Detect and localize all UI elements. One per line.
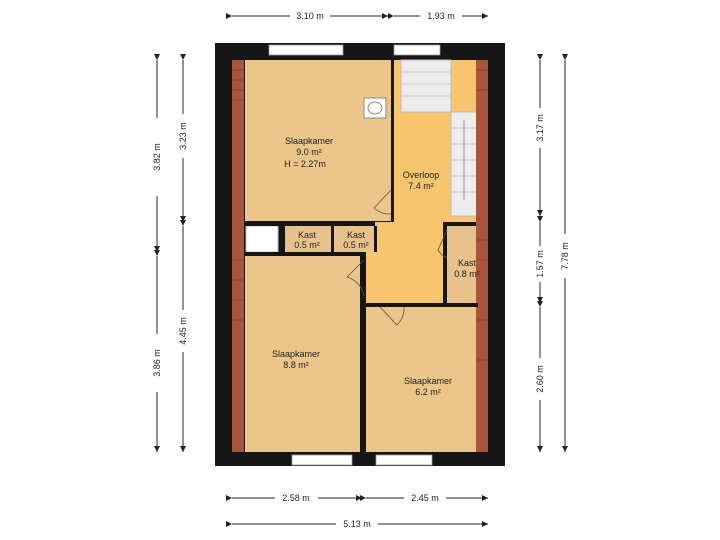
landing-floor-lower	[366, 222, 443, 303]
bedroom3-floor	[366, 307, 478, 452]
dim-top-right: 1.93 m	[427, 11, 455, 21]
sink-icon	[363, 97, 387, 119]
dim-bottom-total: 5.13 m	[343, 519, 371, 529]
bedroom1-area: 9.0 m²	[296, 147, 322, 157]
dim-left-inner: 3.23 m 4.45 m	[178, 54, 188, 452]
dim-left-outer: 3.82 m 3.86 m	[152, 54, 162, 452]
brick-pattern	[232, 69, 488, 361]
dim-right-inner-top: 3.17 m	[535, 114, 545, 142]
door-swings	[346, 189, 448, 326]
dim-left-outer-top: 3.82 m	[152, 143, 162, 171]
dim-right-total: 7.78 m	[560, 54, 570, 452]
closet2-area: 0.5 m²	[343, 240, 369, 250]
bedroom3-area: 6.2 m²	[415, 387, 441, 397]
dim-bottom: 2.58 m 2.45 m 5.13 m	[226, 493, 488, 529]
dim-top-left: 3.10 m	[296, 11, 324, 21]
dim-right-inner: 3.17 m 1.57 m 2.60 m	[535, 54, 545, 452]
dim-bottom-left: 2.58 m	[282, 493, 310, 503]
small-storage	[245, 225, 279, 253]
dim-bottom-right: 2.45 m	[411, 493, 439, 503]
landing-name: Overloop	[403, 170, 440, 180]
landing-area: 7.4 m²	[408, 181, 434, 191]
dim-left-inner-top: 3.23 m	[178, 122, 188, 150]
bedroom3-name: Slaapkamer	[404, 376, 452, 386]
closet2-name: Kast	[347, 230, 366, 240]
dim-right-inner-mid: 1.57 m	[535, 250, 545, 278]
closet3-area: 0.8 m²	[454, 269, 480, 279]
bedroom2-area: 8.8 m²	[283, 360, 309, 370]
interior-walls	[245, 60, 478, 452]
closet1-name: Kast	[298, 230, 317, 240]
closet1-floor	[285, 226, 331, 252]
dim-right-total-label: 7.78 m	[560, 242, 570, 270]
closet1-area: 0.5 m²	[294, 240, 320, 250]
roof-slope-left	[232, 60, 244, 452]
staircase	[400, 59, 479, 217]
bedroom2-floor	[245, 256, 360, 452]
bedroom1-height: H = 2.27m	[284, 159, 326, 169]
dim-left-outer-bottom: 3.86 m	[152, 349, 162, 377]
dim-right-inner-bottom: 2.60 m	[535, 365, 545, 393]
dim-left-inner-bottom: 4.45 m	[178, 317, 188, 345]
windows	[268, 44, 441, 466]
closet3-floor	[447, 226, 478, 303]
bedroom2-name: Slaapkamer	[272, 349, 320, 359]
bedroom1-floor	[245, 60, 391, 221]
bedroom1-name: Slaapkamer	[285, 136, 333, 146]
dim-top: 3.10 m 1.93 m	[226, 11, 488, 21]
roof-slope-right	[476, 60, 488, 452]
closet2-floor	[334, 226, 374, 252]
closet3-name: Kast	[458, 258, 477, 268]
